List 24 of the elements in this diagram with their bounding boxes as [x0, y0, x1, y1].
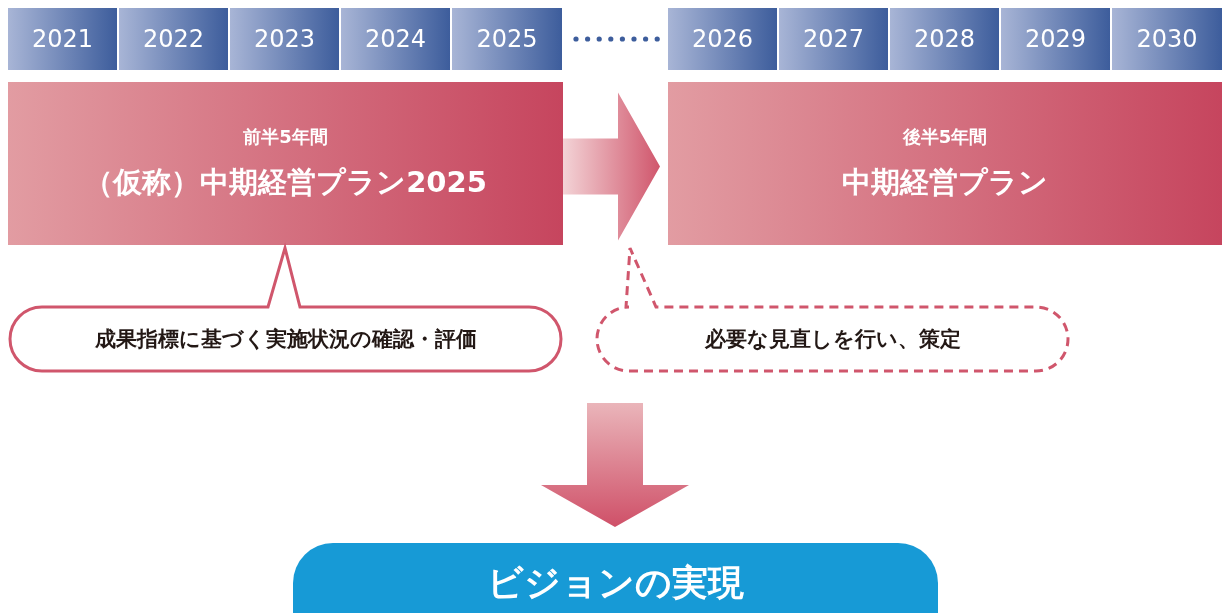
plan-box — [668, 82, 1222, 245]
period-heading: 後半5年間 — [902, 124, 988, 149]
bubble-text: 必要な見直しを行い、策定 — [704, 326, 961, 353]
plan-title: 中期経営プラン — [842, 163, 1048, 201]
year-cell: 2021 — [8, 8, 117, 70]
bubble-text: 成果指標に基づく実施状況の確認・評価 — [94, 326, 477, 353]
year-cell: 2029 — [1001, 8, 1110, 70]
year-cell: 2025 — [452, 8, 562, 70]
year-cell: 2027 — [779, 8, 888, 70]
year-cell: 2024 — [341, 8, 450, 70]
year-cell: 2030 — [1112, 8, 1222, 70]
speech-bubble — [595, 246, 1070, 373]
plan-title: （仮称）中期経営プラン2025 — [84, 163, 487, 201]
block-arrow — [541, 403, 689, 527]
year-cell: 2028 — [890, 8, 999, 70]
block-arrow — [563, 92, 660, 241]
year-cell: 2023 — [230, 8, 339, 70]
year-cell: 2026 — [668, 8, 777, 70]
goal-text: ビジョンの実現 — [487, 561, 744, 605]
year-cell: 2022 — [119, 8, 228, 70]
goal-banner — [293, 543, 938, 613]
plan-box — [8, 82, 563, 245]
period-heading: 前半5年間 — [243, 124, 328, 149]
speech-bubble — [8, 246, 563, 373]
